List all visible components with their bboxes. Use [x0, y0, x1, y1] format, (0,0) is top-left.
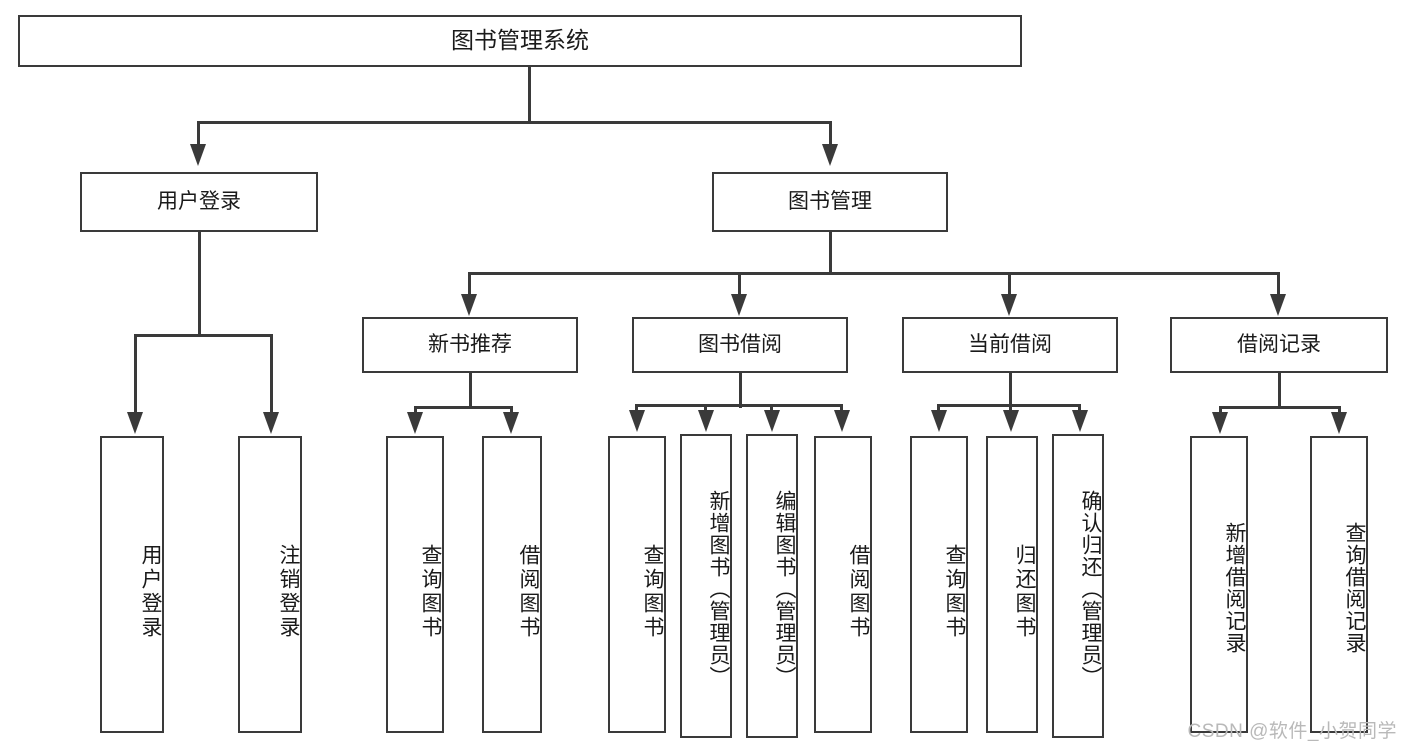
leaf-user-login[interactable]: 用户登录 [100, 436, 164, 733]
node-label: 借阅图书 [847, 543, 870, 640]
node-new-book-recommend[interactable]: 新书推荐 [362, 317, 578, 373]
leaf-logout[interactable]: 注销登录 [238, 436, 302, 733]
node-label: 借阅图书 [517, 543, 540, 640]
connector-book-mgmt-drop-4 [1277, 272, 1280, 296]
arrow-to-book-borrow [731, 294, 747, 316]
arrow-to-leaf-query-book-borrow [629, 410, 645, 432]
node-book-borrow[interactable]: 图书借阅 [632, 317, 848, 373]
connector-book-borrow-drop-3 [770, 404, 773, 412]
node-label: 新增图书（管理员） [707, 490, 730, 688]
arrow-to-leaf-user-login [127, 412, 143, 434]
connector-book-mgmt-drop-1 [468, 272, 471, 296]
connector-book-borrow-drop-1 [635, 404, 638, 412]
node-label: 新增借阅记录 [1223, 521, 1246, 654]
node-label: 查询图书 [943, 543, 966, 640]
leaf-edit-book-admin[interactable]: 编辑图书（管理员） [746, 434, 798, 738]
connector-borrow-record-bus [1219, 406, 1341, 409]
arrow-to-leaf-query-book-current [931, 410, 947, 432]
connector-book-borrow-drop-2 [704, 404, 707, 412]
node-label: 归还图书 [1013, 543, 1036, 640]
node-borrow-record[interactable]: 借阅记录 [1170, 317, 1388, 373]
leaf-confirm-return-admin[interactable]: 确认归还（管理员） [1052, 434, 1104, 738]
node-user-login[interactable]: 用户登录 [80, 172, 318, 232]
leaf-add-borrow-record[interactable]: 新增借阅记录 [1190, 436, 1248, 733]
node-label: 查询图书 [419, 543, 442, 640]
node-label: 图书管理 [788, 189, 872, 213]
arrow-to-current-borrow [1001, 294, 1017, 316]
arrow-to-leaf-add-book [698, 410, 714, 432]
node-root-system[interactable]: 图书管理系统 [18, 15, 1022, 67]
arrow-to-leaf-borrow-book [834, 410, 850, 432]
arrow-to-leaf-edit-book [764, 410, 780, 432]
node-label: 注销登录 [277, 543, 300, 640]
connector-borrow-record-stem [1278, 373, 1281, 408]
leaf-query-book-borrow[interactable]: 查询图书 [608, 436, 666, 733]
connector-book-mgmt-bus [468, 272, 1280, 275]
connector-user-login-drop-2 [270, 334, 273, 414]
node-label: 用户登录 [139, 543, 162, 640]
arrow-to-leaf-borrow-book-rec [503, 412, 519, 434]
node-label: 查询借阅记录 [1343, 521, 1366, 654]
arrow-to-leaf-add-record [1212, 412, 1228, 434]
node-book-management[interactable]: 图书管理 [712, 172, 948, 232]
leaf-borrow-book-recommend[interactable]: 借阅图书 [482, 436, 542, 733]
leaf-return-book[interactable]: 归还图书 [986, 436, 1038, 733]
leaf-query-book-recommend[interactable]: 查询图书 [386, 436, 444, 733]
connector-root-to-user-login [197, 121, 200, 146]
connector-book-mgmt-stem [829, 232, 832, 274]
node-current-borrow[interactable]: 当前借阅 [902, 317, 1118, 373]
connector-book-borrow-stem [739, 373, 742, 408]
arrow-to-leaf-logout [263, 412, 279, 434]
arrow-to-leaf-query-book-rec [407, 412, 423, 434]
connector-user-login-drop-1 [134, 334, 137, 414]
arrow-to-leaf-return-book [1003, 410, 1019, 432]
leaf-query-borrow-record[interactable]: 查询借阅记录 [1310, 436, 1368, 733]
node-label: 编辑图书（管理员） [773, 490, 796, 688]
leaf-add-book-admin[interactable]: 新增图书（管理员） [680, 434, 732, 738]
connector-new-book-rec-stem [469, 373, 472, 408]
node-label: 新书推荐 [428, 332, 512, 356]
arrow-to-leaf-confirm-return [1072, 410, 1088, 432]
node-label: 查询图书 [641, 543, 664, 640]
connector-book-mgmt-drop-2 [738, 272, 741, 296]
connector-user-login-stem [198, 232, 201, 336]
connector-borrow-record-drop-1 [1219, 406, 1222, 414]
connector-book-borrow-bus [635, 404, 843, 407]
connector-new-book-rec-bus [414, 406, 513, 409]
connector-current-borrow-drop-1 [937, 404, 940, 412]
connector-borrow-record-drop-2 [1338, 406, 1341, 414]
leaf-query-book-current[interactable]: 查询图书 [910, 436, 968, 733]
connector-current-borrow-drop-3 [1078, 404, 1081, 412]
arrow-to-leaf-query-record [1331, 412, 1347, 434]
node-label: 确认归还（管理员） [1079, 490, 1102, 688]
connector-root-bus [197, 121, 831, 124]
node-label: 借阅记录 [1237, 332, 1321, 356]
node-label: 用户登录 [157, 189, 241, 213]
connector-root-stem [528, 67, 531, 122]
arrow-root-to-book-mgmt [822, 144, 838, 166]
arrow-root-to-user-login [190, 144, 206, 166]
connector-root-to-book-mgmt [829, 121, 832, 146]
connector-book-mgmt-drop-3 [1008, 272, 1011, 296]
watermark: CSDN @软件_小贺同学 [1187, 721, 1397, 742]
connector-new-book-rec-drop-1 [414, 406, 417, 414]
connector-user-login-bus [134, 334, 273, 337]
arrow-to-borrow-record [1270, 294, 1286, 316]
connector-book-borrow-drop-4 [840, 404, 843, 412]
node-label: 图书借阅 [698, 332, 782, 356]
connector-current-borrow-stem [1009, 373, 1012, 408]
leaf-borrow-book[interactable]: 借阅图书 [814, 436, 872, 733]
connector-new-book-rec-drop-2 [510, 406, 513, 414]
node-label: 当前借阅 [968, 332, 1052, 356]
node-label: 图书管理系统 [451, 27, 589, 54]
connector-current-borrow-drop-2 [1009, 404, 1012, 412]
arrow-to-new-book-rec [461, 294, 477, 316]
